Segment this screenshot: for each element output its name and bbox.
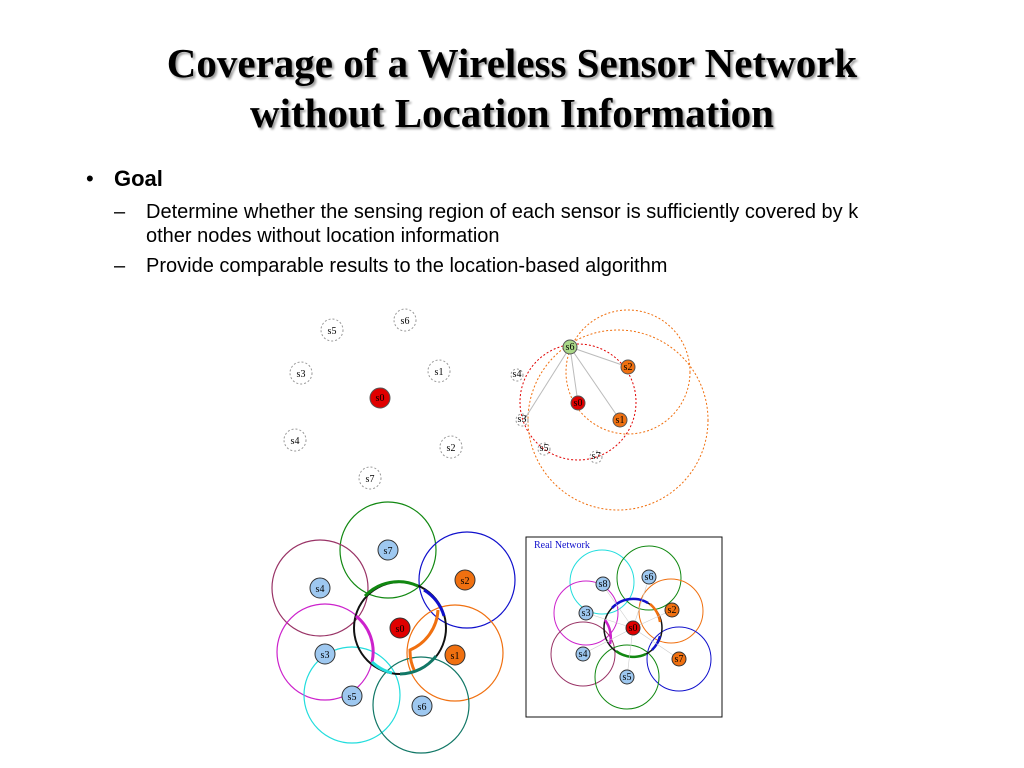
sensor-s6: s6 [411, 695, 433, 717]
svg-text:s1: s1 [616, 415, 625, 426]
svg-text:s1: s1 [451, 651, 460, 662]
sensor-s6: s6 [393, 308, 417, 332]
sensor-s7: s7 [589, 450, 603, 464]
panel-1-sensors: s5 s6 s3 s1 s0 s4 s2 s7 [283, 308, 463, 490]
sensor-s5: s5 [619, 669, 635, 685]
svg-text:s8: s8 [599, 579, 608, 590]
real-network-caption: Real Network [534, 540, 590, 551]
sensor-s2: s2 [439, 435, 463, 459]
svg-text:s4: s4 [291, 436, 300, 447]
subbullet-2-text: Provide comparable results to the locati… [146, 255, 668, 277]
subbullet-1: – Determine whether the sensing region o… [88, 200, 906, 248]
sensor-s1: s1 [612, 412, 628, 428]
svg-text:s4: s4 [316, 584, 325, 595]
bullet-goal-label: Goal [114, 166, 163, 191]
sensor-s0: s0 [570, 395, 586, 411]
svg-text:s6: s6 [566, 342, 575, 353]
subbullet-2: – Provide comparable results to the loca… [88, 254, 906, 278]
sensor-s5: s5 [320, 318, 344, 342]
range-ring [519, 343, 637, 461]
svg-text:s3: s3 [321, 650, 330, 661]
sensor-s2: s2 [454, 569, 476, 591]
sensor-s6: s6 [641, 569, 657, 585]
svg-text:s7: s7 [592, 451, 601, 462]
svg-text:s4: s4 [579, 649, 588, 660]
sensor-s5: s5 [537, 442, 551, 456]
bullet-goal: • Goal [86, 164, 988, 194]
svg-text:s6: s6 [645, 572, 654, 583]
title-line-1: Coverage of a Wireless Sensor Network [166, 40, 858, 86]
svg-text:s4: s4 [513, 369, 522, 380]
svg-text:s2: s2 [668, 605, 677, 616]
sensor-s1: s1 [427, 359, 451, 383]
sensor-s4: s4 [283, 428, 307, 452]
svg-text:s6: s6 [401, 316, 410, 327]
svg-text:s3: s3 [297, 369, 306, 380]
svg-text:s2: s2 [461, 576, 470, 587]
title-line-2: without Location Information [250, 90, 774, 136]
svg-text:s0: s0 [574, 398, 583, 409]
sensor-s3: s3 [314, 643, 336, 665]
svg-text:s3: s3 [518, 414, 527, 425]
sensor-s0: s0 [389, 617, 411, 639]
sensor-s7: s7 [377, 539, 399, 561]
sensor-s4: s4 [510, 368, 524, 382]
svg-text:s5: s5 [540, 443, 549, 454]
range-ring [527, 329, 709, 511]
sensor-s7: s7 [671, 651, 687, 667]
sensor-s2: s2 [620, 359, 636, 375]
sensor-s1: s1 [444, 644, 466, 666]
sensor-s0: s0 [369, 387, 391, 409]
panel-4-real-network: Real Network s8 s6 s3 s2 s0 s4 s7 s5 [525, 536, 723, 718]
range-ring [565, 309, 691, 435]
sensor-s8: s8 [595, 576, 611, 592]
svg-text:s5: s5 [623, 672, 632, 683]
sensor-s2: s2 [664, 602, 680, 618]
panel-2-neighbors: s6 s4 s3 s5 s2 s0 s1 s7 [510, 309, 709, 511]
svg-text:s1: s1 [435, 367, 444, 378]
panel-3-coverage: s7 s4 s2 s0 s3 s1 s5 s6 [271, 501, 516, 754]
sensor-s3: s3 [515, 413, 529, 427]
svg-text:s6: s6 [418, 702, 427, 713]
sensor-s0: s0 [625, 620, 641, 636]
svg-text:s0: s0 [396, 624, 405, 635]
sensor-s6: s6 [562, 339, 578, 355]
bullet-dot-icon: • [86, 166, 94, 191]
svg-text:s2: s2 [447, 443, 456, 454]
sensor-s3: s3 [578, 605, 594, 621]
svg-text:s2: s2 [624, 362, 633, 373]
svg-text:s5: s5 [348, 692, 357, 703]
svg-text:s0: s0 [376, 393, 385, 404]
svg-text:s7: s7 [366, 474, 375, 485]
sensor-s5: s5 [341, 685, 363, 707]
subbullet-1-text: Determine whether the sensing region of … [146, 201, 859, 247]
dash-icon: – [114, 255, 126, 277]
sensor-s7: s7 [358, 466, 382, 490]
svg-text:s0: s0 [629, 623, 638, 634]
svg-text:s3: s3 [582, 608, 591, 619]
svg-text:s5: s5 [328, 326, 337, 337]
sensor-s4: s4 [309, 577, 331, 599]
slide-title: Coverage of a Wireless Sensor Network wi… [0, 38, 1024, 138]
svg-text:s7: s7 [384, 546, 393, 557]
bullet-list: • Goal – Determine whether the sensing r… [86, 164, 988, 278]
dash-icon: – [114, 201, 126, 223]
svg-text:s7: s7 [675, 654, 684, 665]
sensor-s3: s3 [289, 361, 313, 385]
sensor-s4: s4 [575, 646, 591, 662]
